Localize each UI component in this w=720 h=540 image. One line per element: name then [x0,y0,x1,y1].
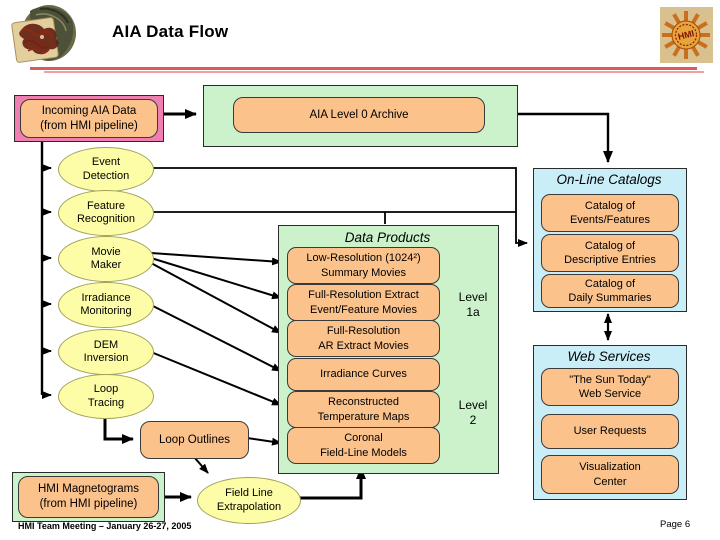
loop-tracing-ellipse: Loop Tracing [58,374,154,419]
aia-level0-archive-box: AIA Level 0 Archive [233,97,485,133]
level-2-label: Level 2 [458,398,488,427]
hmi-logo: HMI [660,7,713,63]
online-catalogs-title: On-Line Catalogs [556,172,662,187]
irradiance-monitoring-ellipse: Irradiance Monitoring [58,282,154,328]
spacecraft-photo [11,5,76,63]
footer-page-number: Page 6 [660,519,691,530]
user-requests-box: User Requests [541,414,679,449]
irradiance-curves-box: Irradiance Curves [287,358,440,391]
arrow-movie-to-ar-extract [150,262,282,334]
reconstructed-temperature-maps-box: Reconstructed Temperature Maps [287,391,440,428]
arrow-archive-to-catalogs [516,112,613,163]
feature-recognition-ellipse: Feature Recognition [58,190,154,236]
header-rule-bottom [44,71,704,73]
coronal-fieldline-models-box: Coronal Field-Line Models [287,427,440,464]
data-products-title: Data Products [344,230,431,245]
arrow-outlines-to-extrapolation [193,456,209,474]
level-1a-label: Level 1a [458,290,488,319]
dem-inversion-ellipse: DEM Inversion [58,329,154,375]
arrow-irradiance-to-curves [150,304,282,372]
incoming-aia-data-box: Incoming AIA Data (from HMI pipeline) [20,99,158,138]
catalog-events-features-box: Catalog of Events/Features [541,194,679,232]
field-line-extrapolation-ellipse: Field Line Extrapolation [197,477,301,524]
arrow-looptracing-to-outlines [103,417,134,444]
fullres-extract-movies-box: Full-Resolution Extract Event/Feature Mo… [287,284,440,321]
movie-maker-ellipse: Movie Maker [58,236,154,282]
lowres-summary-movies-box: Low-Resolution (1024²) Summary Movies [287,247,440,284]
event-detection-ellipse: Event Detection [58,147,154,192]
arrow-movie-to-lowres [150,252,282,266]
web-services-title: Web Services [567,349,651,364]
arrow-dem-to-temperature [150,351,282,406]
catalog-descriptive-entries-box: Catalog of Descriptive Entries [541,234,679,272]
arrow-events-to-catalogs [152,167,528,247]
arrow-outlines-to-coronal [246,437,282,446]
arrow-extrapolation-to-coronal [299,467,366,500]
loop-outlines-box: Loop Outlines [140,421,249,459]
fullres-ar-extract-movies-box: Full-Resolution AR Extract Movies [287,320,440,357]
hmi-logo-text: HMI [677,28,695,42]
header-rule-top [30,67,697,70]
footer-meeting-info: HMI Team Meeting – January 26-27, 2005 [18,521,192,531]
page-title: AIA Data Flow [112,22,229,41]
sun-today-web-service-box: "The Sun Today" Web Service [541,368,679,406]
catalog-daily-summaries-box: Catalog of Daily Summaries [541,274,679,308]
hmi-magnetograms-box: HMI Magnetograms (from HMI pipeline) [18,476,159,518]
arrow-movie-to-fullres-extract [150,257,282,300]
visualization-center-box: Visualization Center [541,455,679,494]
